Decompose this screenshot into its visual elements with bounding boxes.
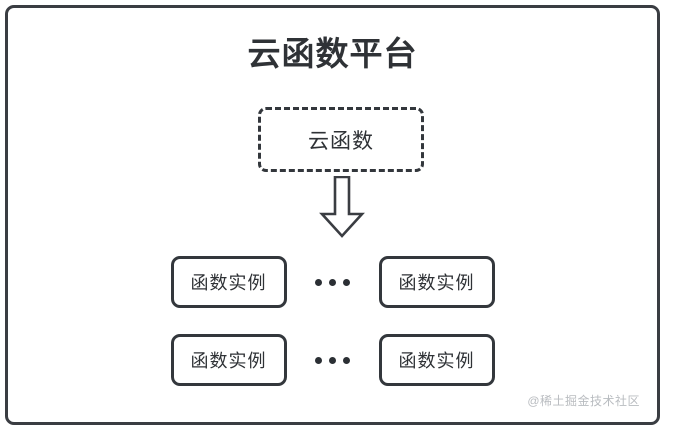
ellipsis-dot: [315, 356, 322, 364]
ellipsis-dot: [343, 278, 350, 286]
watermark: @稀土掘金技术社区: [527, 394, 640, 408]
ellipsis-dot: [315, 278, 322, 286]
ellipsis-indicator: •••: [287, 278, 379, 286]
function-instance-box: 函数实例: [378, 334, 495, 386]
instance-row: 函数实例 ••• 函数实例: [8, 256, 657, 308]
function-instance-label: 函数实例: [190, 351, 267, 371]
cloud-function-platform-container: 云函数平台 云函数 函数实例 ••• 函数实例: [5, 5, 660, 425]
ellipsis-indicator: •••: [287, 356, 379, 364]
ellipsis-dot: [329, 356, 336, 364]
function-instance-box: 函数实例: [170, 334, 287, 386]
page-title: 云函数平台: [247, 35, 418, 72]
function-instance-label: 函数实例: [398, 273, 475, 293]
ellipsis-dot: [329, 278, 336, 286]
cloud-function-node: 云函数: [258, 107, 424, 172]
ellipsis-dot: [343, 356, 350, 364]
cloud-function-label: 云函数: [308, 129, 374, 153]
instance-row: 函数实例 ••• 函数实例: [8, 334, 657, 386]
function-instance-label: 函数实例: [190, 273, 267, 293]
function-instance-box: 函数实例: [170, 256, 287, 308]
function-instance-label: 函数实例: [398, 351, 475, 371]
down-block-arrow-icon: [319, 175, 365, 238]
function-instance-box: 函数实例: [378, 256, 495, 308]
